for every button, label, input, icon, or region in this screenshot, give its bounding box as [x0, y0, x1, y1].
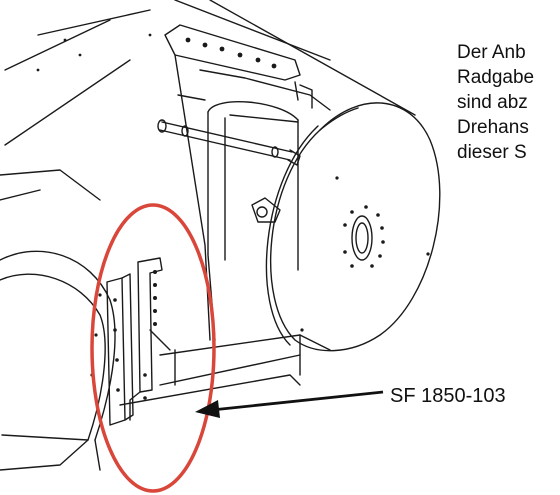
bolt-holes [36, 33, 430, 400]
mounting-post [106, 273, 134, 426]
description-line: Der Anb [457, 42, 526, 63]
description-line: Drehans [457, 117, 529, 138]
highlight-ellipse [90, 203, 216, 493]
part-number-label: SF 1850-103 [390, 385, 506, 407]
horizontal-shaft [157, 119, 301, 166]
disc-wheel [265, 102, 441, 352]
central-frame-body [174, 54, 331, 341]
description-line: sind abz [457, 92, 528, 113]
top-mounting-plate [164, 24, 301, 81]
side-clip [251, 197, 281, 223]
inner-bracket [129, 257, 171, 421]
description-line: Radgabe [457, 67, 535, 88]
description-line: dieser S [457, 142, 527, 163]
frame-outline [0, 0, 416, 406]
callout-arrow [195, 390, 384, 418]
description-text: Der Anb Radgabe sind abz Drehans dieser … [457, 40, 560, 165]
